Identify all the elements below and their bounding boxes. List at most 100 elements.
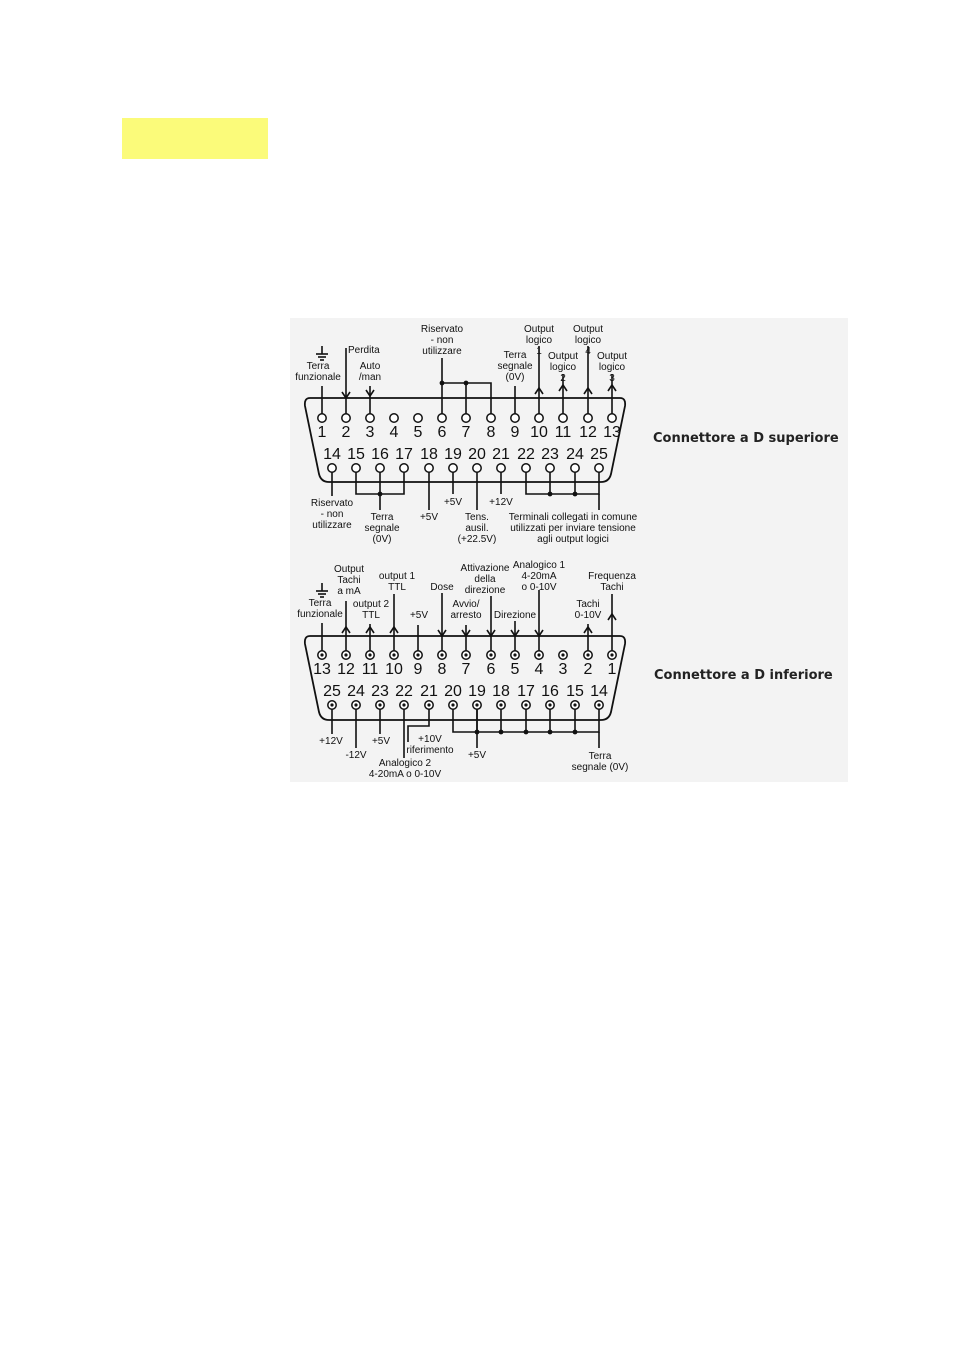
lower-label-output-2-ttl-line-2: TTL <box>362 610 380 621</box>
upper-pin-10 <box>534 413 544 423</box>
upper-label-output-3-line-2: logico <box>599 362 626 373</box>
upper-pin-number-16: 16 <box>371 446 389 463</box>
upper-label-terra-segnale-line-3: (0V) <box>506 372 525 383</box>
upper-pin-21 <box>496 463 506 473</box>
upper-label-riservato-line-3: utilizzare <box>422 346 462 357</box>
upper-pin-number-24: 24 <box>566 446 584 463</box>
lower-junction-2 <box>498 729 504 735</box>
upper-pin-number-3: 3 <box>366 424 375 441</box>
lower-pin-10-center <box>392 653 396 657</box>
lower-label-5v-c: +5V <box>468 750 486 761</box>
upper-label-riservato-b-line-1: Riservato <box>311 498 354 509</box>
lower-arrow-pin-4-icon <box>534 629 544 638</box>
upper-pin-number-7: 7 <box>462 424 471 441</box>
lower-pin-number-14: 14 <box>590 683 608 700</box>
lower-connector-shell <box>303 635 627 721</box>
upper-pin-number-23: 23 <box>541 446 559 463</box>
upper-connector-title: Connettore a D superiore <box>653 431 839 446</box>
upper-pin-number-8: 8 <box>487 424 496 441</box>
upper-junction-7 <box>463 380 469 386</box>
lower-label-output-1-ttl-line-2: TTL <box>388 582 406 593</box>
lower-label-m12v: -12V <box>345 750 366 761</box>
lower-pin-number-25: 25 <box>323 683 341 700</box>
upper-label-output-1-line-1: Output <box>524 324 554 335</box>
lower-label-output-tachi-line-1: Output <box>334 564 364 575</box>
lower-pin-4-center <box>537 653 541 657</box>
lower-pin-number-1: 1 <box>608 661 617 678</box>
upper-label-output-4-line-3: 4 <box>585 346 591 357</box>
upper-arrow-pin-13-icon <box>607 383 617 392</box>
upper-pin-7 <box>461 413 471 423</box>
upper-label-tens-ausil-line-1: Tens. <box>465 512 489 523</box>
upper-pin-6 <box>437 413 447 423</box>
lower-pin-14-center <box>597 703 601 707</box>
upper-pin-number-19: 19 <box>444 446 462 463</box>
lower-pin-number-17: 17 <box>517 683 535 700</box>
lower-pin-number-7: 7 <box>462 661 471 678</box>
lower-junction-5 <box>572 729 578 735</box>
upper-label-terminali-line-1: Terminali collegati in comune <box>509 512 638 523</box>
lower-pin-8-center <box>440 653 444 657</box>
upper-label-auto-man-line-1: Auto <box>360 361 381 372</box>
lower-label-attivazione-line-2: della <box>474 574 496 585</box>
upper-label-riservato-b-line-3: utilizzare <box>312 520 352 531</box>
lower-label-10v-line-1: +10V <box>418 734 442 745</box>
lower-pin-25-center <box>330 703 334 707</box>
upper-label-tens-ausil-line-2: ausil. <box>465 523 488 534</box>
lower-pin-number-8: 8 <box>438 661 447 678</box>
upper-label-terminali-line-3: agli output logici <box>537 534 609 545</box>
lower-label-attivazione-line-3: direzione <box>465 585 506 596</box>
upper-pin-number-12: 12 <box>579 424 597 441</box>
lower-label-12v: +12V <box>319 736 343 747</box>
upper-pin-number-17: 17 <box>395 446 413 463</box>
lower-pin-number-11: 11 <box>362 661 379 678</box>
lower-pin-3-center <box>561 653 565 657</box>
lower-pin-number-23: 23 <box>371 683 389 700</box>
lower-label-analogico-2-line-2: 4-20mA o 0-10V <box>369 769 442 780</box>
upper-pin-20 <box>472 463 482 473</box>
lower-pin-22-center <box>402 703 406 707</box>
upper-label-output-1-line-3: 1 <box>536 346 542 357</box>
upper-label-earth-func-line-2: funzionale <box>295 372 341 383</box>
lower-pin-number-13: 13 <box>313 661 331 678</box>
lower-label-avvio-line-2: arresto <box>450 610 482 621</box>
lower-junction-3 <box>523 729 529 735</box>
upper-label-output-4-line-1: Output <box>573 324 603 335</box>
lower-label-output-1-ttl-line-1: output 1 <box>379 571 416 582</box>
lower-label-dose: Dose <box>430 582 454 593</box>
upper-arrow-pin-11-icon <box>558 383 568 392</box>
lower-wire-pin-21 <box>407 709 430 742</box>
upper-label-riservato-b-line-2: - non <box>321 509 344 520</box>
lower-label-earth-func-line-1: Terra <box>309 598 332 609</box>
lower-pin-16-center <box>548 703 552 707</box>
upper-pin-1 <box>317 413 327 423</box>
upper-pin-24 <box>570 463 580 473</box>
upper-junction-24 <box>572 491 578 497</box>
upper-pin-number-1: 1 <box>318 424 327 441</box>
upper-pin-19 <box>448 463 458 473</box>
upper-pin-9 <box>510 413 520 423</box>
upper-label-output-2-line-3: 2 <box>560 373 566 384</box>
lower-label-frequenza-line-1: Frequenza <box>588 571 636 582</box>
upper-pin-23 <box>545 463 555 473</box>
upper-pin-25 <box>594 463 604 473</box>
upper-pin-14 <box>327 463 337 473</box>
lower-label-5v-b: +5V <box>372 736 390 747</box>
upper-pin-18 <box>424 463 434 473</box>
lower-pin-2-center <box>586 653 590 657</box>
lower-junction-4 <box>547 729 553 735</box>
lower-label-terra-segnale-line-2: segnale (0V) <box>572 762 629 773</box>
lower-label-analogico-1-line-3: o 0-10V <box>521 582 556 593</box>
lower-pin-19-center <box>475 703 479 707</box>
lower-label-analogico-1-line-2: 4-20mA <box>521 571 556 582</box>
lower-label-terra-segnale-line-1: Terra <box>589 751 612 762</box>
upper-connector-shell <box>303 397 627 483</box>
upper-label-output-2-line-2: logico <box>550 362 577 373</box>
upper-pin-number-14: 14 <box>323 446 341 463</box>
upper-pin-number-18: 18 <box>420 446 438 463</box>
lower-arrow-pin-6-icon <box>486 629 496 638</box>
upper-label-terminali-line-2: utilizzati per inviare tensione <box>510 523 636 534</box>
upper-junction-23 <box>547 491 553 497</box>
lower-label-output-tachi-line-3: a mA <box>337 586 361 597</box>
upper-label-output-1-line-2: logico <box>526 335 553 346</box>
